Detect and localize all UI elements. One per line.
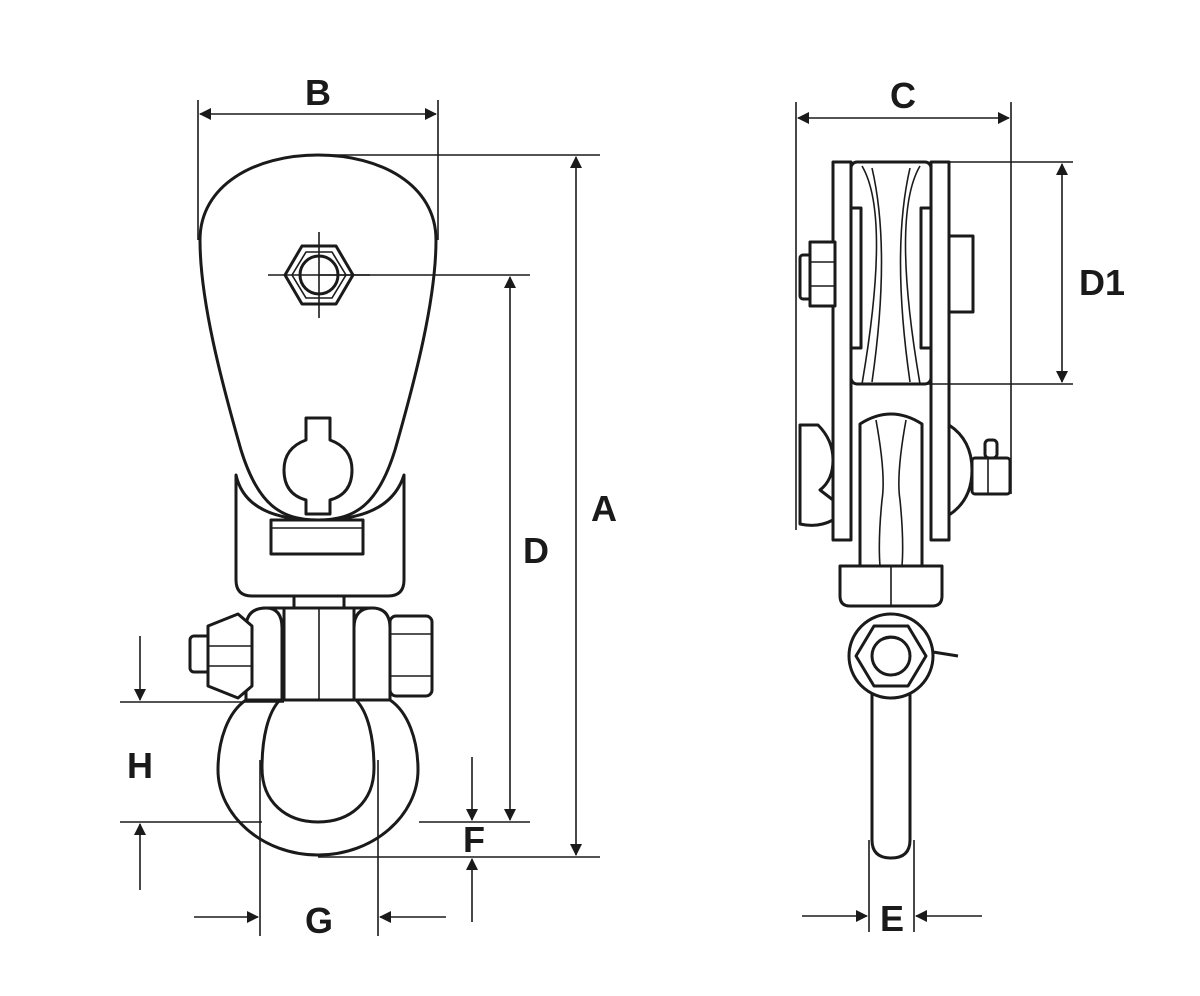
side-axle-head — [947, 234, 975, 314]
shackle-pin-nut-left — [188, 612, 254, 700]
dim-label-d: D — [523, 530, 549, 571]
side-axle-nut — [798, 240, 837, 308]
side-eye-bolt — [847, 612, 959, 860]
front-cheek-plate — [198, 153, 438, 522]
keyhole-slot — [282, 416, 354, 516]
dim-label-d1: D1 — [1079, 262, 1125, 303]
sheave — [849, 160, 933, 386]
dim-label-a: A — [591, 488, 617, 529]
shackle-pin-head-right — [388, 614, 434, 698]
front-view: B A D H F G — [120, 72, 617, 941]
dim-label-b: B — [305, 72, 331, 113]
side-plate-left — [831, 160, 853, 542]
dim-label-h: H — [127, 745, 153, 786]
dim-label-g: G — [305, 900, 333, 941]
side-keyhole-lug — [798, 423, 835, 527]
side-plate-right — [929, 160, 951, 542]
dim-label-c: C — [890, 75, 916, 116]
dim-label-e: E — [880, 898, 904, 939]
front-swivel-block — [269, 518, 365, 556]
side-swivel-neck — [858, 412, 924, 568]
side-view: C D1 E — [795, 75, 1125, 939]
side-lock-pin — [947, 423, 1012, 517]
dim-label-f: F — [463, 819, 485, 860]
